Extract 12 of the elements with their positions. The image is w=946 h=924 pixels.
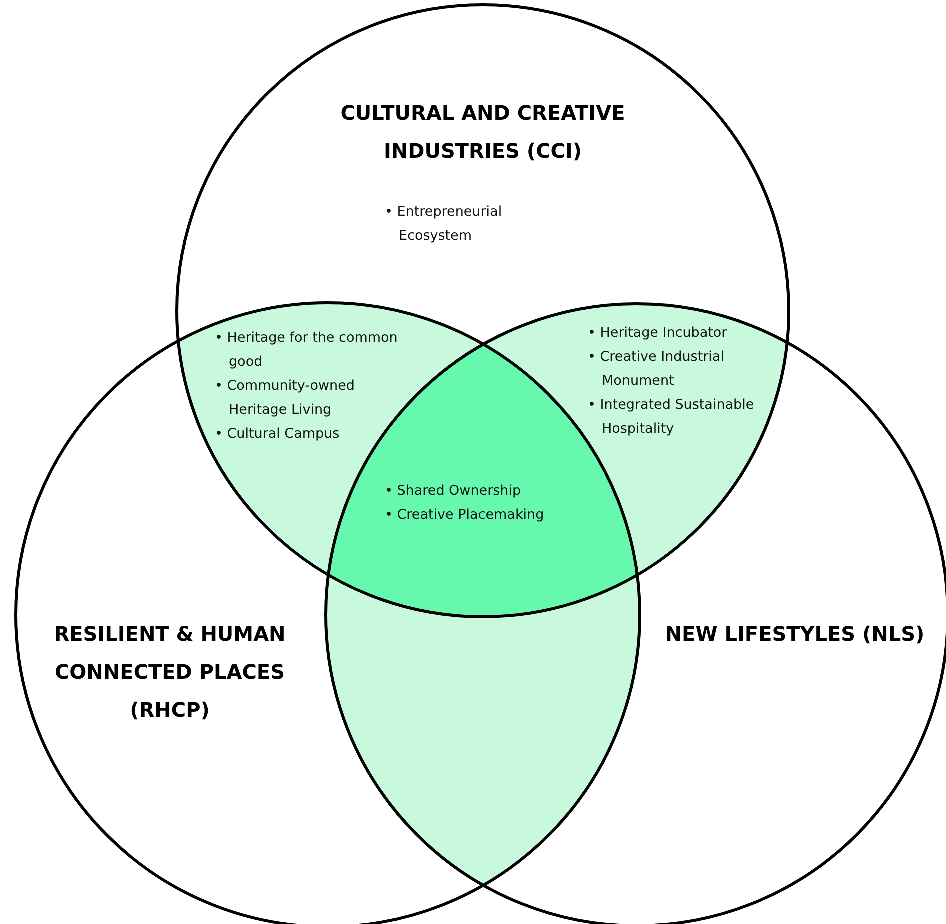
bullet-item: • Creative Placemaking: [384, 506, 546, 525]
bullet-item: • Community-owned Heritage Living: [214, 377, 356, 420]
circle-title: NEW LIFESTYLES (NLS): [664, 621, 926, 648]
bullet-item: • Heritage for the common good: [214, 329, 399, 372]
bullet-item: • Cultural Campus: [214, 425, 341, 444]
circle-title: CULTURAL AND CREATIVE INDUSTRIES (CCI): [340, 100, 626, 165]
bullet-item: • Heritage Incubator: [588, 324, 728, 343]
circle-title: RESILIENT & HUMAN CONNECTED PLACES (RHCP): [53, 621, 287, 724]
bullet-item: • Shared Ownership: [384, 482, 522, 501]
bullet-item: • Creative Industrial Monument: [588, 348, 726, 391]
bullet-item: • Entrepreneurial Ecosystem: [385, 203, 504, 246]
bullet-item: • Integrated Sustainable Hospitality: [588, 396, 756, 439]
